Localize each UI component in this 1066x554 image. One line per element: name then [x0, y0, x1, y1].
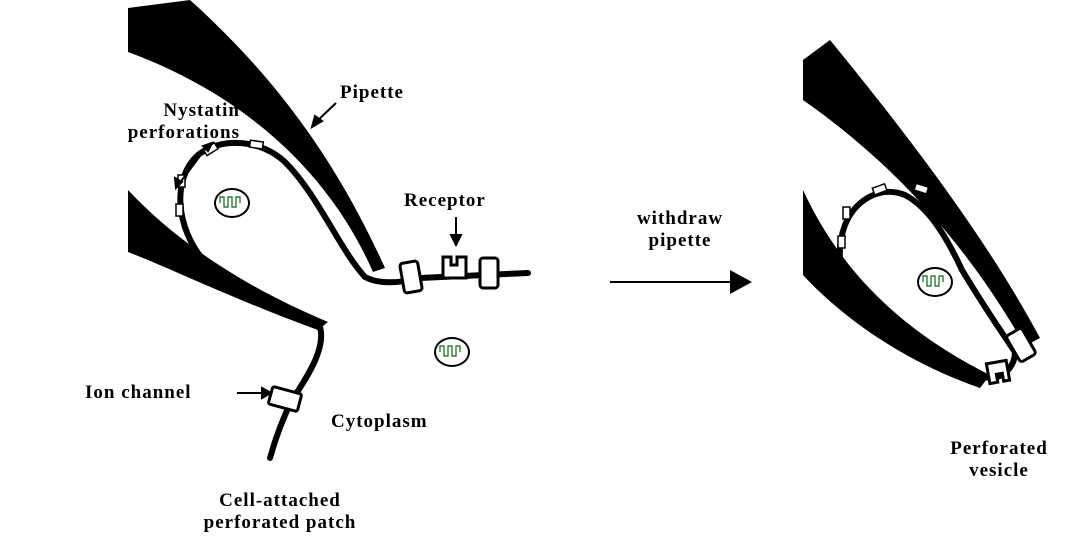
- label-nystatin-line1: Nystatin: [90, 100, 240, 122]
- membrane-bleb: [180, 143, 365, 322]
- label-pipette: Pipette: [340, 82, 404, 104]
- mitochondrion: [918, 268, 952, 296]
- label-nystatin-line2: perforations: [90, 122, 240, 144]
- label-cell-attached-line2: perforated patch: [130, 512, 430, 534]
- label-cytoplasm: Cytoplasm: [331, 411, 428, 433]
- label-withdraw-line1: withdraw: [600, 208, 760, 230]
- label-ion-channel: Ion channel: [85, 382, 192, 404]
- withdraw-arrow: [610, 270, 752, 294]
- label-receptor: Receptor: [404, 190, 486, 212]
- label-withdraw: withdraw pipette: [600, 208, 760, 252]
- label-perforated-line2: vesicle: [932, 460, 1066, 482]
- label-withdraw-line2: pipette: [600, 230, 760, 252]
- label-perforated-vesicle: Perforated vesicle: [932, 438, 1066, 482]
- nystatin-pore: [176, 204, 183, 216]
- receptor: [400, 257, 498, 293]
- label-perforated-line1: Perforated: [932, 438, 1066, 460]
- nystatin-pore: [250, 140, 264, 149]
- label-cell-attached: Cell-attached perforated patch: [130, 490, 430, 534]
- mitochondrion: [435, 338, 469, 366]
- label-nystatin: Nystatin perforations: [90, 100, 240, 144]
- nystatin-pore: [838, 236, 845, 248]
- nystatin-pore: [843, 207, 850, 219]
- label-cell-attached-line1: Cell-attached: [130, 490, 430, 512]
- mitochondrion: [215, 189, 249, 217]
